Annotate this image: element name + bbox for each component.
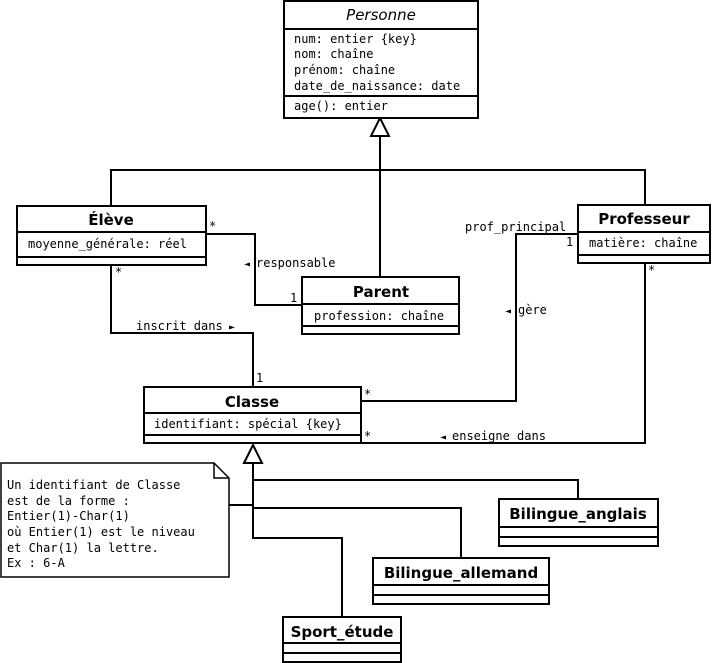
class-name-parent: Parent: [353, 283, 409, 301]
class-name-classe: Classe: [225, 393, 279, 411]
class-bilingue-allemand: Bilingue_allemand: [372, 557, 550, 605]
arrow-left-icon: ◄: [505, 306, 511, 317]
multiplicity-inscrit-eleve: *: [115, 265, 122, 279]
association-label-gere: gère: [518, 303, 547, 317]
generalization-arrowhead-classe: [242, 442, 264, 464]
attribute-eleve-moyenne: moyenne_générale: réel: [28, 237, 187, 251]
class-eleve: Élève moyenne_générale: réel: [16, 205, 207, 266]
class-parent: Parent profession: chaîne: [301, 276, 460, 335]
note: Un identifiant de Classe est de la forme…: [0, 462, 230, 578]
generalization-edge-bilingue-anglais: [252, 463, 579, 499]
arrow-left-icon: ◄: [440, 432, 446, 443]
attribute-personne-date-naissance: date_de_naissance: date: [294, 79, 460, 93]
multiplicity-gere-classe: *: [364, 387, 371, 401]
association-edge-responsable: [206, 233, 302, 306]
class-bilingue-anglais: Bilingue_anglais: [498, 498, 659, 547]
note-line-4: où Entier(1) est le niveau: [7, 525, 195, 539]
note-line-6: Ex : 6-A: [7, 556, 66, 570]
association-label-enseigne: enseigne dans: [452, 429, 546, 443]
class-name-personne: Personne: [346, 6, 416, 24]
generalization-edge-eleve: [110, 136, 381, 206]
association-edge-enseigne: [361, 263, 646, 444]
multiplicity-responsable-parent: 1: [290, 291, 297, 305]
generalization-arrowhead-personne: [369, 115, 391, 137]
role-prof-principal: prof_principal: [465, 220, 566, 234]
arrow-left-icon: ◄: [244, 259, 250, 270]
multiplicity-gere-prof: 1: [566, 235, 573, 249]
class-personne: Personne num: entier {key} nom: chaîne p…: [283, 0, 479, 119]
class-name-bilingue-allemand: Bilingue_allemand: [384, 564, 538, 582]
class-name-eleve: Élève: [88, 210, 134, 229]
class-name-sport-etude: Sport_étude: [291, 623, 394, 641]
association-label-responsable: responsable: [256, 256, 335, 270]
multiplicity-enseigne-prof: *: [648, 263, 655, 277]
class-name-bilingue-anglais: Bilingue_anglais: [509, 505, 647, 523]
attribute-classe-identifiant: identifiant: spécial {key}: [154, 417, 342, 431]
attribute-personne-prenom: prénom: chaîne: [294, 63, 395, 77]
note-line-3: Entier(1)-Char(1): [7, 509, 130, 523]
association-edge-gere: [361, 233, 578, 402]
association-label-inscrit: inscrit dans: [136, 319, 223, 333]
attribute-personne-nom: nom: chaîne: [294, 47, 373, 61]
attribute-personne-num: num: entier {key}: [294, 32, 417, 46]
generalization-edge-bilingue-allemand: [253, 507, 462, 558]
arrow-right-icon: ►: [229, 322, 235, 333]
multiplicity-responsable-eleve: *: [209, 219, 216, 233]
multiplicity-inscrit-classe: 1: [256, 371, 263, 385]
class-sport-etude: Sport_étude: [282, 616, 402, 663]
operation-personne-age: age(): entier: [294, 99, 388, 113]
generalization-edge-sport-etude: [252, 463, 343, 617]
note-line-2: est de la forme :: [7, 494, 130, 508]
class-classe: Classe identifiant: spécial {key}: [143, 386, 362, 444]
multiplicity-enseigne-classe: *: [364, 429, 371, 443]
note-line-5: et Char(1) la lettre.: [7, 541, 159, 555]
attribute-parent-profession: profession: chaîne: [314, 309, 444, 323]
class-name-professeur: Professeur: [598, 210, 690, 228]
association-edge-inscrit: [110, 265, 254, 387]
class-professeur: Professeur matière: chaîne: [577, 204, 711, 264]
attribute-professeur-matiere: matière: chaîne: [589, 236, 697, 250]
note-line-1: Un identifiant de Classe: [7, 478, 180, 492]
generalization-edge-professeur: [380, 169, 646, 205]
